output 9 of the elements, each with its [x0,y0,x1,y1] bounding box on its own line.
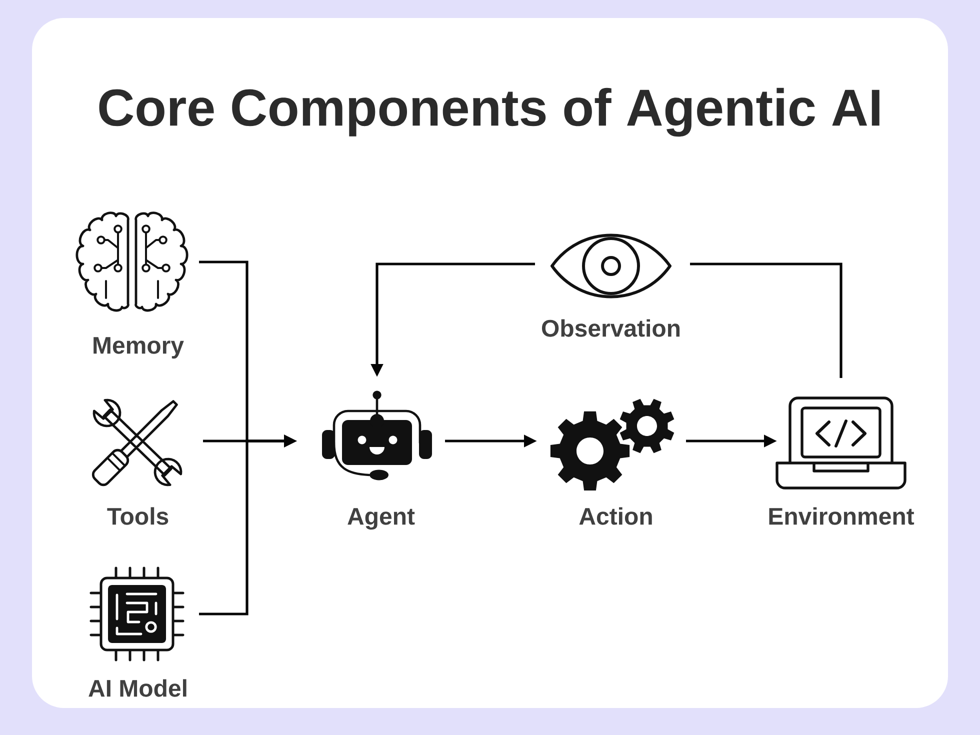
node-label: AI Model [88,679,186,697]
title: Core Components of Agentic AI [99,88,880,137]
node-label: Memory [94,337,184,359]
node-label: Agent [348,508,415,530]
node-label: Tools [107,507,168,525]
connector-line [690,262,842,378]
node-label: Environment [769,507,914,525]
node-label: Action [579,507,652,525]
node-label: Observation [542,319,680,337]
